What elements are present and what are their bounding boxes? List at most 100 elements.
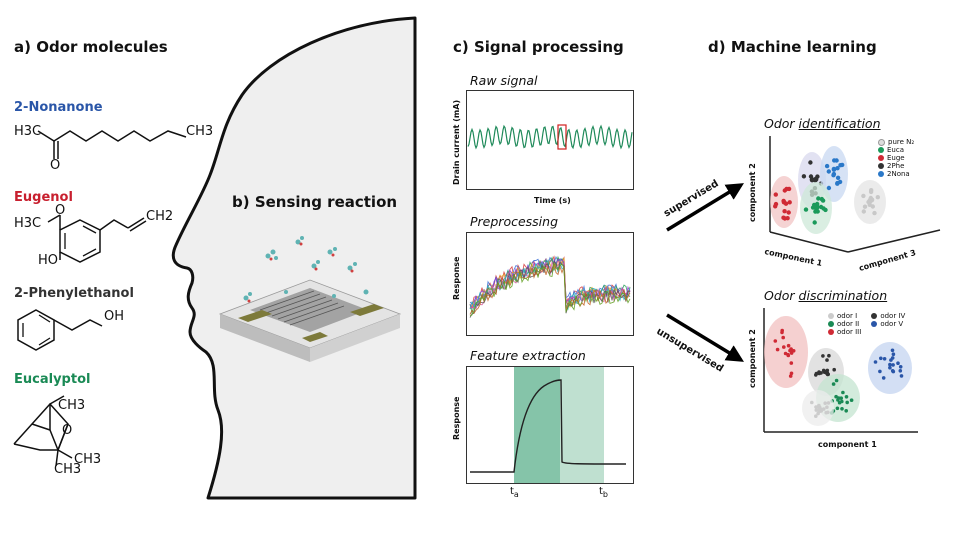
cluster-point — [815, 209, 820, 214]
cluster-point — [775, 347, 780, 352]
cluster-point — [819, 196, 824, 202]
identification-title: Odor identification — [764, 116, 881, 131]
preprocessing-title: Preprocessing — [470, 214, 559, 229]
molecule-name-phenylethanol: 2-Phenylethanol — [14, 286, 134, 301]
identification-3d-plot — [769, 136, 941, 253]
cluster-point — [814, 414, 818, 418]
cluster-point — [823, 401, 827, 405]
cluster-point — [831, 167, 837, 172]
cluster-point — [826, 185, 832, 191]
feature-window-a — [514, 367, 560, 483]
disc-legend-3-label: odor IV — [880, 312, 906, 320]
cluster-point — [881, 376, 886, 380]
head-silhouette — [171, 16, 417, 500]
cluster-point — [888, 362, 892, 367]
cluster-point — [786, 343, 791, 348]
feature-extraction-plot — [466, 366, 634, 484]
cluster-point — [814, 405, 818, 409]
cluster-point — [814, 408, 819, 412]
cluster-point — [782, 188, 787, 193]
cluster-point — [783, 351, 788, 356]
cluster-point — [869, 188, 874, 193]
unsupervised-arrow — [666, 313, 744, 362]
cluster-point — [821, 354, 825, 358]
raw-signal-xlabel: Time (s) — [534, 196, 571, 205]
cluster-point — [812, 202, 817, 208]
cluster-point — [882, 357, 887, 361]
cluster-point — [808, 160, 813, 165]
cluster-point — [814, 205, 820, 210]
cluster-point — [844, 395, 849, 399]
ta-main: t — [510, 486, 514, 497]
eugenol-structure — [47, 214, 147, 263]
cluster-point — [839, 396, 843, 400]
ident-legend-0-label: pure N₂ — [888, 138, 915, 146]
cluster-point — [824, 163, 830, 169]
cluster-point — [898, 365, 903, 369]
cluster-point — [801, 174, 807, 179]
cluster-point — [835, 181, 840, 186]
ident-legend-4-label: 2Nona — [887, 170, 910, 178]
cluster-point — [812, 220, 817, 225]
cluster-point — [825, 358, 829, 362]
ident-legend-0: pure N₂ — [878, 138, 914, 146]
cluster-point — [875, 195, 880, 200]
cluster-point — [891, 369, 896, 374]
disc-legend-1: odor II — [828, 320, 861, 328]
ident-legend-1-swatch — [878, 147, 884, 153]
raw-signal-ylabel: Drain current (mA) — [452, 99, 461, 185]
ident-legend-1: Euca — [878, 146, 914, 154]
cluster-point — [825, 405, 829, 409]
eucalyptol-structure — [13, 395, 73, 467]
disc-legend-1-label: odor II — [837, 320, 860, 328]
preprocessing-ylabel: Response — [452, 256, 461, 300]
cluster-point — [809, 178, 815, 183]
nonanone-h3c-label: H3C — [14, 124, 42, 139]
cluster-point — [816, 196, 821, 201]
cluster-point — [782, 345, 786, 349]
cluster-point — [837, 400, 842, 405]
eugenol-o-label: O — [55, 203, 66, 218]
disc-legend-0-swatch — [828, 313, 834, 319]
identification-y-axis-label: component 2 — [748, 163, 757, 222]
ident-legend-1-label: Euca — [887, 146, 904, 154]
ident-legend-4: 2Nona — [878, 170, 914, 178]
cluster-point — [783, 201, 789, 206]
cluster-point — [817, 409, 821, 414]
cluster-point — [834, 378, 839, 383]
preprocessing-plot — [466, 232, 634, 336]
molecule-name-nonanone: 2-Nonanone — [14, 100, 103, 115]
preprocessing-traces — [469, 255, 631, 318]
cluster-point — [791, 349, 796, 353]
cluster-point — [838, 163, 843, 168]
cluster-point — [787, 200, 792, 205]
cluster-point — [840, 407, 844, 411]
cluster-point — [781, 335, 785, 340]
cluster-point — [835, 175, 841, 180]
cluster-point — [896, 361, 900, 365]
nonanone-structure — [37, 130, 187, 159]
ident-legend-2-label: Euge — [887, 154, 905, 162]
cluster-point — [898, 369, 903, 373]
cluster-point — [818, 204, 824, 210]
disc-legend-4-label: odor V — [880, 320, 904, 328]
cluster-point — [834, 158, 839, 163]
cluster-point — [823, 207, 828, 213]
disc-legend-2-swatch — [828, 329, 834, 335]
identification-title-prefix: Odor — [764, 116, 799, 131]
cluster-point — [841, 390, 845, 395]
preprocessing-trace — [469, 255, 631, 309]
cluster-point — [879, 356, 883, 361]
eugenol-h3c-label: H3C — [14, 216, 42, 231]
cluster-point — [849, 398, 854, 402]
cluster-point — [789, 347, 793, 351]
cluster-point — [899, 374, 904, 378]
eucalyptol-ch3-mid-label: CH3 — [74, 452, 102, 467]
ident-legend-3-swatch — [878, 163, 884, 169]
cluster-point — [788, 374, 793, 378]
cluster-point — [873, 360, 878, 364]
section-d-title: d) Machine learning — [708, 38, 877, 56]
discrimination-y-axis-label: component 2 — [748, 329, 757, 388]
disc-legend-2: odor III — [828, 328, 861, 336]
cluster-point — [831, 382, 836, 386]
